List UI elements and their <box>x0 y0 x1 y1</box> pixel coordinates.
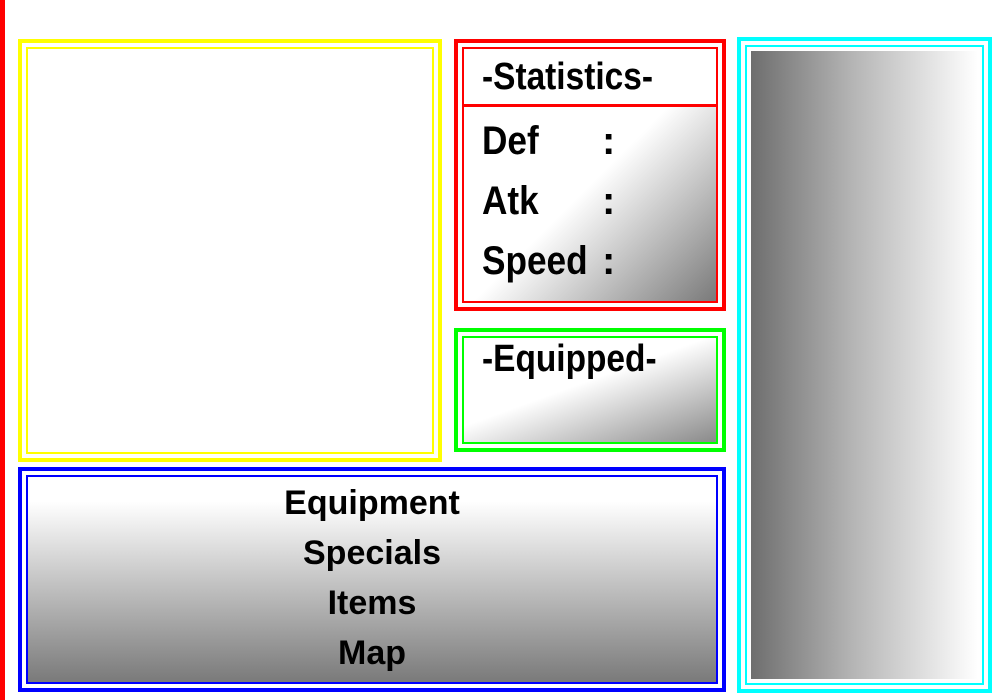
menu-item-map[interactable]: Map <box>338 634 406 672</box>
stat-separator-speed: : <box>602 239 616 283</box>
character-portrait-area <box>26 47 434 454</box>
stat-separator-def: : <box>602 119 616 163</box>
stat-label-atk: Atk <box>482 179 539 223</box>
main-menu-panel: Equipment Specials Items Map <box>18 467 726 692</box>
statistics-title-row: -Statistics- <box>464 49 716 107</box>
character-portrait-panel <box>18 39 442 462</box>
side-panel <box>737 37 992 693</box>
main-menu-list: Equipment Specials Items Map <box>26 475 718 684</box>
menu-item-equipment[interactable]: Equipment <box>284 484 460 522</box>
left-edge-bar <box>0 0 5 700</box>
stat-separator-atk: : <box>602 179 616 223</box>
statistics-title: -Statistics- <box>482 56 653 98</box>
stat-label-def: Def <box>482 119 539 163</box>
menu-item-specials[interactable]: Specials <box>303 534 441 572</box>
side-panel-gradient-fill <box>751 51 978 679</box>
equipped-panel: -Equipped- <box>454 328 726 452</box>
statistics-panel-body: -Statistics- Def : Atk : Speed : <box>462 47 718 303</box>
equipped-panel-body: -Equipped- <box>462 336 718 444</box>
stat-label-speed: Speed <box>482 239 588 283</box>
side-panel-body <box>745 45 984 685</box>
statistics-panel: -Statistics- Def : Atk : Speed : <box>454 39 726 311</box>
menu-item-items[interactable]: Items <box>327 584 417 622</box>
equipped-title: -Equipped- <box>482 338 657 380</box>
